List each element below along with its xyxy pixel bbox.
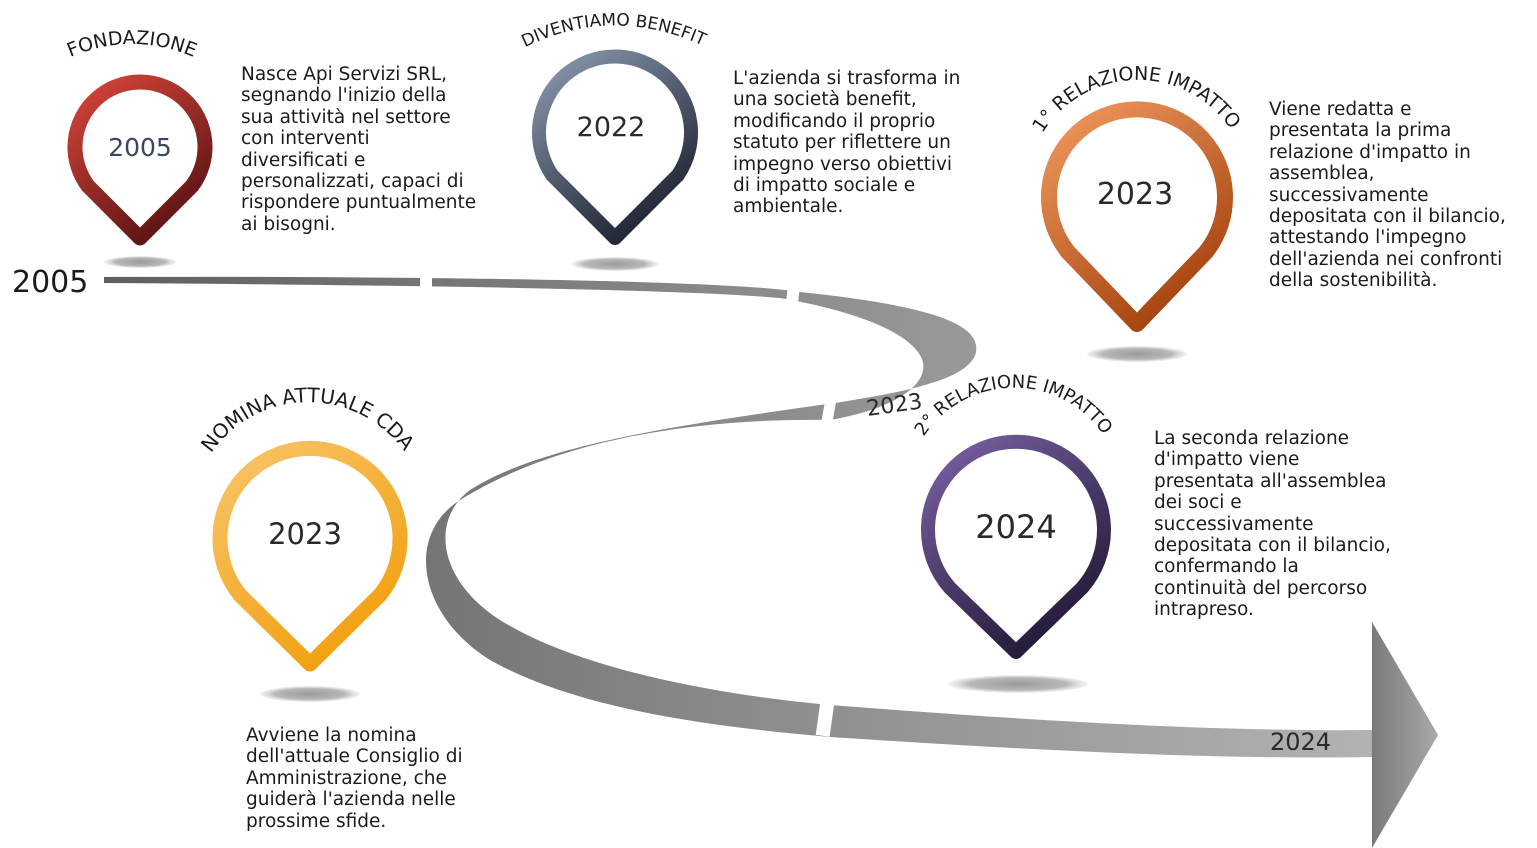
map-pin-icon [67, 74, 213, 246]
timeline-start-year: 2005 [12, 265, 88, 300]
milestone-relazione-1: 1° RELAZIONE IMPATTO 2023 [1028, 63, 1245, 332]
pin-shadow [1087, 346, 1187, 362]
map-pin-icon [212, 440, 408, 672]
milestone-year: 2023 [1097, 177, 1173, 212]
milestone-benefit: DIVENTIAMO BENEFIT 2022 [519, 10, 710, 245]
milestone-year: 2023 [268, 517, 342, 551]
milestone-nomina-cda: NOMINA ATTUALE CDA 2023 [196, 383, 420, 672]
milestone-year: 2022 [577, 112, 646, 143]
map-pin-icon [1041, 101, 1233, 332]
milestone-title: 1° RELAZIONE IMPATTO [1028, 63, 1245, 137]
road-gap [785, 282, 801, 306]
pin-shadow [571, 257, 659, 271]
timeline-mid-year: 2023 [865, 389, 924, 422]
milestone-year: 2005 [108, 133, 172, 162]
pin-shadow [104, 256, 176, 268]
milestone-title: 2° RELAZIONE IMPATTO [911, 371, 1117, 439]
road-gap [420, 268, 432, 290]
road-gap [815, 687, 837, 737]
milestone-title: DIVENTIAMO BENEFIT [519, 10, 710, 51]
milestone-relazione-2: 2° RELAZIONE IMPATTO 2024 [911, 371, 1117, 659]
map-pin-icon [532, 49, 698, 245]
road-gaps [420, 268, 837, 737]
milestone-fondazione: FONDAZIONE 2005 [64, 27, 213, 246]
milestone-description-benefit: L'azienda si trasforma in una società be… [733, 68, 961, 218]
road-arrowhead [1372, 622, 1438, 848]
milestone-description-nomina-cda: Avviene la nomina dell'attuale Consiglio… [246, 725, 463, 832]
pin-shadow [948, 675, 1088, 693]
milestone-description-fondazione: Nasce Api Servizi SRL, segnando l'inizio… [241, 64, 477, 235]
road-gap [820, 395, 837, 431]
milestone-description-relazione-2: La seconda relazione d'impatto viene pre… [1154, 428, 1391, 621]
timeline-end-year: 2024 [1270, 728, 1331, 756]
milestone-year: 2024 [975, 508, 1056, 546]
milestone-title: FONDAZIONE [64, 27, 200, 62]
milestone-description-relazione-1: Viene redatta e presentata la prima rela… [1269, 99, 1506, 292]
map-pin-icon [921, 434, 1111, 659]
pin-shadow [260, 686, 360, 702]
timeline-road [104, 268, 1438, 848]
pin-shadows [104, 256, 1187, 702]
